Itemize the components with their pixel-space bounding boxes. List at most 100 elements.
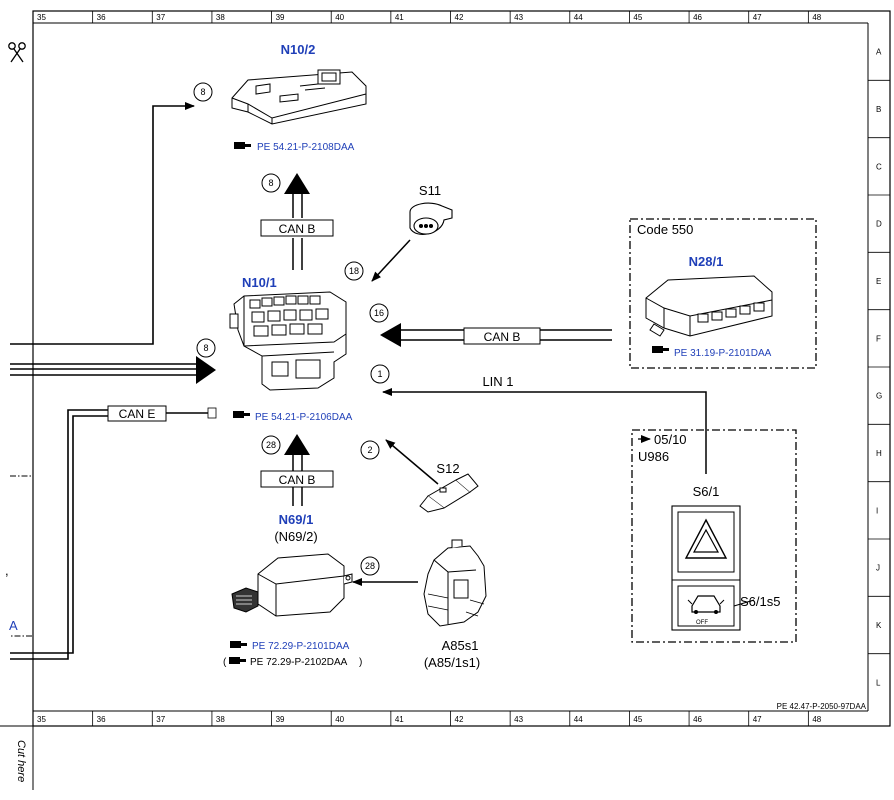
s11-label: S11 xyxy=(419,183,441,198)
svg-text:(: ( xyxy=(223,657,227,668)
s6-1-date: 05/10 xyxy=(654,432,687,447)
row-letter: D xyxy=(876,220,882,229)
column-number: 48 xyxy=(812,715,821,724)
column-number: 40 xyxy=(335,715,344,724)
scissors-icon xyxy=(8,42,26,63)
reference-hand-icon xyxy=(230,641,247,648)
alarm-off-icon: OFF xyxy=(687,595,725,626)
n69-1-module-icon xyxy=(231,553,353,617)
svg-text:): ) xyxy=(359,657,362,668)
s12-arrow xyxy=(385,439,439,485)
reference-hand-icon xyxy=(234,142,251,149)
arrow-into-n10-1 xyxy=(196,356,216,384)
column-number: 43 xyxy=(514,715,523,724)
column-number: 38 xyxy=(216,13,225,22)
sheet-reference: PE 42.47-P-2050-97DAA xyxy=(777,702,867,711)
column-number: 46 xyxy=(693,715,702,724)
svg-text:PE 72.29-P-2101DAA: PE 72.29-P-2101DAA xyxy=(252,641,350,652)
column-number: 39 xyxy=(276,13,285,22)
a85s1-latch-icon xyxy=(423,539,487,627)
column-number: 44 xyxy=(574,715,583,724)
row-letter: I xyxy=(876,506,878,515)
code-550-label: Code 550 xyxy=(637,222,693,237)
left-partial-box: A , xyxy=(5,475,34,637)
s6-1-label: S6/1 xyxy=(693,484,720,499)
bubble-number: 18 xyxy=(349,266,359,276)
column-number: 46 xyxy=(693,13,702,22)
bubble-number: 8 xyxy=(203,343,208,353)
column-number: 41 xyxy=(395,715,404,724)
connector-count-bubble: 18 xyxy=(344,261,364,281)
n10-2-label: N10/2 xyxy=(281,42,316,57)
n10-1-label: N10/1 xyxy=(242,275,277,290)
can-e-terminator xyxy=(207,407,217,419)
bubble-number: 28 xyxy=(266,440,276,450)
can-e-box: CAN E xyxy=(107,405,167,422)
column-number: 35 xyxy=(37,715,46,724)
connector-count-bubble: 2 xyxy=(360,440,380,460)
n10-2-module-icon xyxy=(231,69,367,125)
column-number: 41 xyxy=(395,13,404,22)
bubble-number: 16 xyxy=(374,308,384,318)
s11-connector-icon xyxy=(409,202,453,235)
connector-count-bubble: 8 xyxy=(261,173,281,193)
can-b-bottom-arrow: CAN B xyxy=(260,434,334,506)
alarm-off-text: OFF xyxy=(696,620,708,626)
svg-text:PE 31.19-P-2101DAA: PE 31.19-P-2101DAA xyxy=(674,348,772,359)
s6-1s5-label: S6/1s5 xyxy=(740,594,780,609)
reference-hand-icon xyxy=(233,411,250,418)
connector-count-bubble: 28 xyxy=(360,556,380,576)
a85-1s1-alt-label: (A85/1s1) xyxy=(424,655,480,670)
can-b-top-arrow: CAN B xyxy=(260,173,334,270)
column-number: 45 xyxy=(633,13,642,22)
column-number: 37 xyxy=(156,715,165,724)
connector-count-bubble: 8 xyxy=(196,338,216,358)
svg-text:PE 72.29-P-2102DAA: PE 72.29-P-2102DAA xyxy=(250,657,348,668)
n10-1-fuse-box-icon xyxy=(229,291,347,391)
column-number: 37 xyxy=(156,13,165,22)
row-letter: F xyxy=(876,334,881,343)
column-number: 48 xyxy=(812,13,821,22)
can-b-top-label: CAN B xyxy=(279,222,316,236)
column-number: 42 xyxy=(455,13,464,22)
n69-1-label: N69/1 xyxy=(279,512,314,527)
lin-1-label: LIN 1 xyxy=(482,374,513,389)
connector-count-bubble: 28 xyxy=(261,435,281,455)
row-letter: C xyxy=(876,162,882,171)
column-number: 47 xyxy=(753,13,762,22)
svg-text:PE 54.21-P-2108DAA: PE 54.21-P-2108DAA xyxy=(257,142,355,153)
column-number: 43 xyxy=(514,13,523,22)
s11-arrow xyxy=(371,239,411,282)
reference-hand-icon xyxy=(229,657,246,664)
bubble-number: 1 xyxy=(377,369,382,379)
column-number: 36 xyxy=(97,715,106,724)
reference-hand-icon xyxy=(652,346,669,353)
left-edge-mark: , xyxy=(5,563,9,578)
bubble-number: 8 xyxy=(200,87,205,97)
s12-switch-icon xyxy=(419,473,479,513)
column-number: 38 xyxy=(216,715,225,724)
lin-1-wire xyxy=(382,388,707,474)
code-550-box: Code 550 N28/1 PE 31.19-P-2101DAA xyxy=(629,218,817,369)
connector-count-bubble: 1 xyxy=(370,364,390,384)
n28-1-label: N28/1 xyxy=(689,254,724,269)
n10-2-ref: PE 54.21-P-2108DAA xyxy=(234,142,355,153)
svg-text:PE 54.21-P-2106DAA: PE 54.21-P-2106DAA xyxy=(255,412,353,423)
s6-1-box: 05/10 U986 S6/1 OFF S6/1s5 xyxy=(631,429,797,643)
n69-2-ref: ( PE 72.29-P-2102DAA ) xyxy=(223,657,362,668)
n10-1-ref: PE 54.21-P-2106DAA xyxy=(233,411,353,423)
column-number: 35 xyxy=(37,13,46,22)
column-number: 45 xyxy=(633,715,642,724)
row-letter: B xyxy=(876,105,881,114)
left-edge-letter: A xyxy=(9,618,18,633)
row-letter: L xyxy=(876,678,881,687)
row-letter: G xyxy=(876,392,882,401)
cut-here-label: Cut here xyxy=(15,740,27,782)
wire-harness-left xyxy=(10,102,215,660)
bubble-number: 2 xyxy=(367,445,372,455)
column-number: 40 xyxy=(335,13,344,22)
bubble-number: 8 xyxy=(268,178,273,188)
